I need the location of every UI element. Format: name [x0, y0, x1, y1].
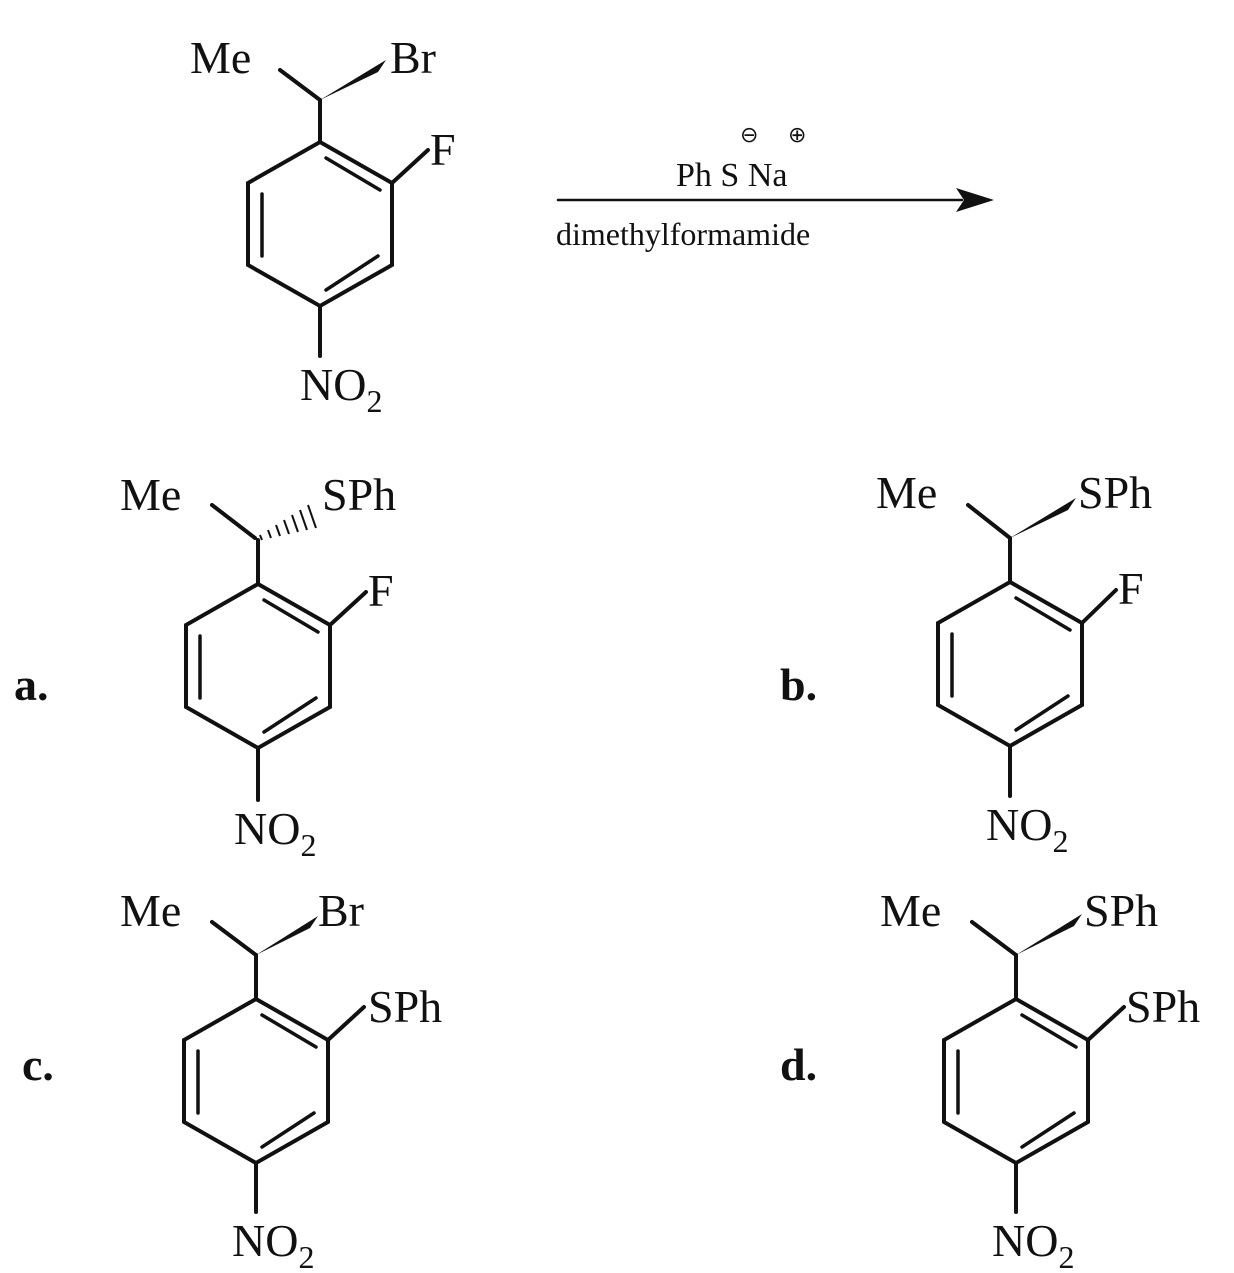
choice-d-left-group: Me [880, 885, 941, 936]
reactant-ring-substituent: F [430, 124, 456, 175]
hashed-stereo-bond [259, 504, 317, 541]
choice-c-right-group: Br [318, 885, 364, 936]
choice-c-ring-substituent: SPh [368, 981, 442, 1032]
choice-d-ring-substituent: SPh [1126, 981, 1200, 1032]
reagent-line-2: dimethylformamide [556, 216, 810, 252]
thiolate-minus-charge: ⊖ [740, 123, 758, 148]
choice-d-right-group: SPh [1084, 885, 1158, 936]
choice-c-left-group: Me [120, 885, 181, 936]
choice-b-left-group: Me [876, 467, 937, 518]
reactant-left-group: Me [190, 32, 251, 83]
choice-label-c: c. [22, 1039, 54, 1090]
choice-a-right-group: SPh [322, 469, 396, 520]
reactant-molecule: Me Br F NO2 [190, 32, 456, 419]
choice-d: d. Me SPh SPh NO2 [780, 885, 1200, 1273]
choice-b-para-group: NO2 [986, 799, 1068, 859]
choice-d-para-group: NO2 [992, 1215, 1074, 1273]
choice-c-para-group: NO2 [232, 1215, 314, 1273]
reactant-right-group: Br [390, 32, 436, 83]
choice-a-left-group: Me [120, 469, 181, 520]
reaction-conditions: ⊖ ⊕ Ph S Na dimethylformamide [556, 123, 994, 252]
choice-b: b. Me SPh F NO2 [780, 467, 1152, 859]
choice-b-ring-substituent: F [1118, 563, 1144, 614]
choice-c: c. Me Br SPh NO2 [22, 885, 442, 1273]
choice-a: a. Me SPh F NO2 [14, 469, 396, 863]
choice-b-right-group: SPh [1078, 467, 1152, 518]
choice-a-ring-substituent: F [368, 565, 394, 616]
reagent-line-1: Ph S Na [676, 157, 787, 194]
choice-label-b: b. [780, 659, 817, 710]
choice-a-para-group: NO2 [234, 803, 316, 863]
sodium-plus-charge: ⊕ [788, 123, 806, 148]
reactant-para-group: NO2 [300, 359, 382, 419]
choice-label-d: d. [780, 1039, 817, 1090]
choice-label-a: a. [14, 659, 49, 710]
arrow-head-icon [956, 188, 994, 212]
